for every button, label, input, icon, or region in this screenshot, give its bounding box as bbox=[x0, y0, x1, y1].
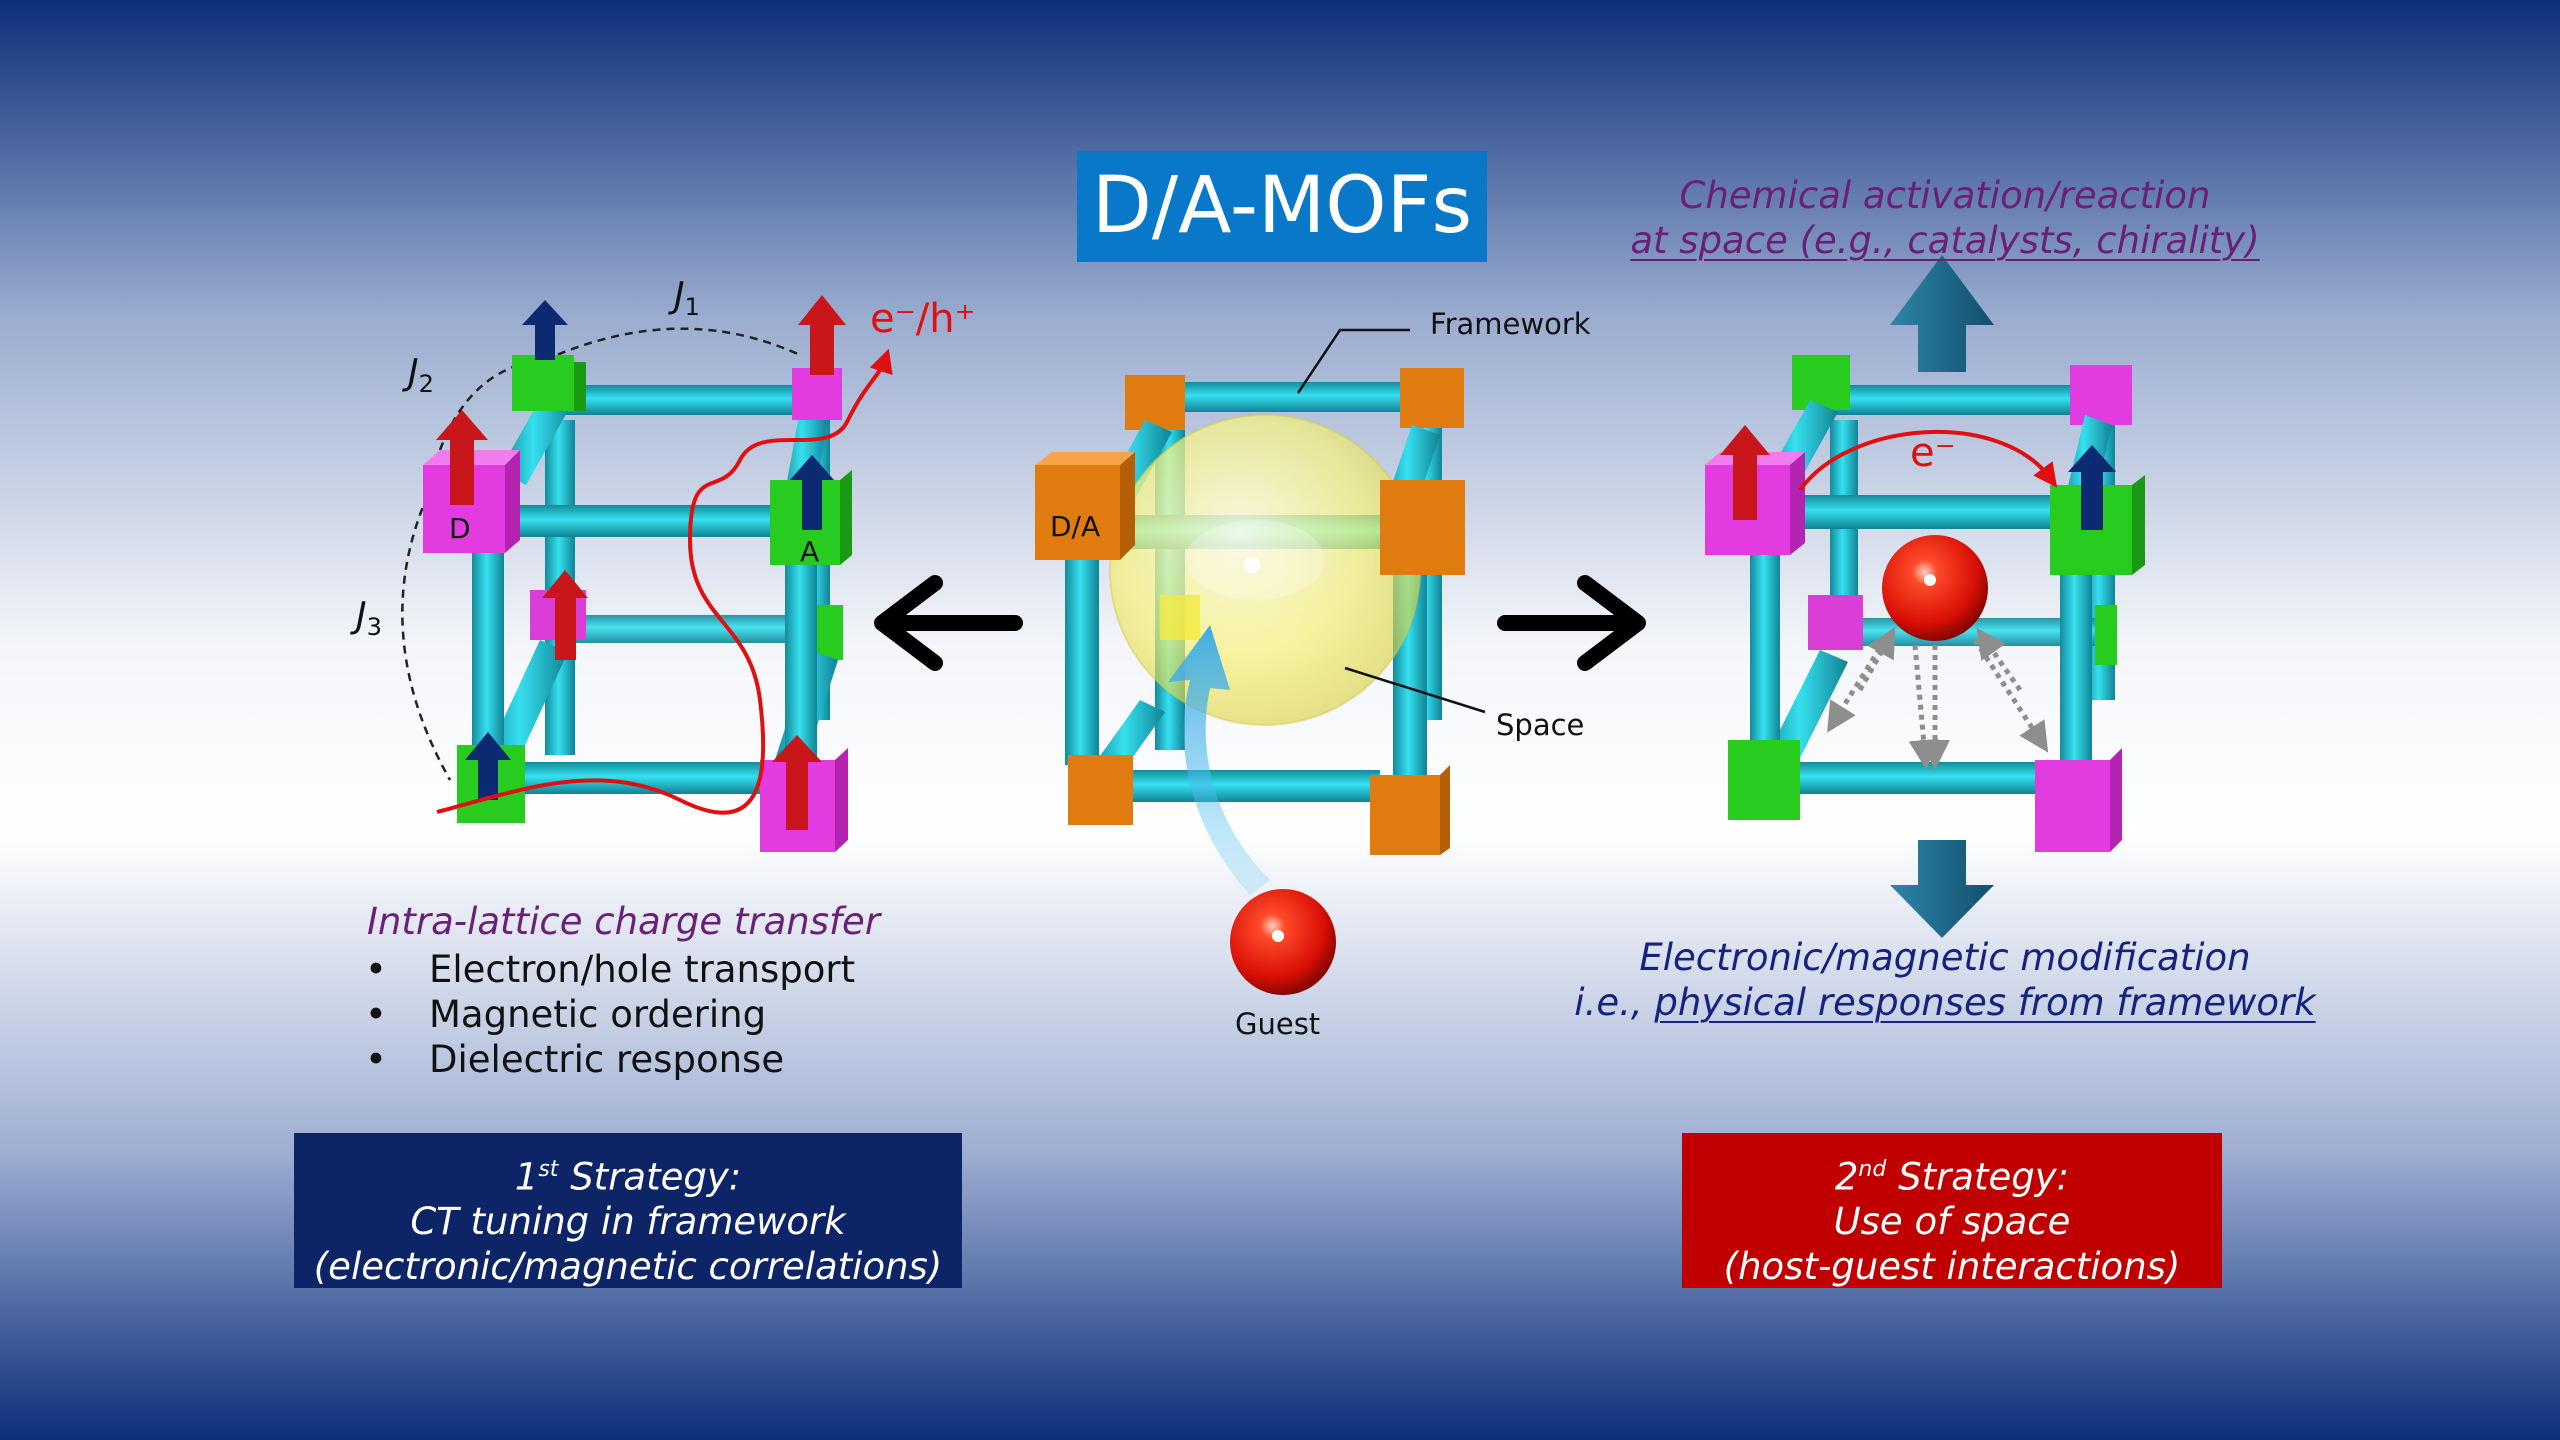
spin-arrow-red bbox=[1720, 425, 1770, 520]
spin-arrow-navy bbox=[465, 732, 511, 800]
donor-node bbox=[2070, 365, 2132, 425]
guest-sphere bbox=[1230, 889, 1336, 995]
strategy1-line3: (electronic/magnetic correlations) bbox=[313, 1245, 943, 1289]
intra-lattice-heading: Intra-lattice charge transfer bbox=[367, 900, 881, 943]
j3-coupling-arc bbox=[401, 469, 452, 781]
spin-arrow-red bbox=[436, 410, 488, 505]
framework-label: Framework bbox=[1430, 307, 1591, 341]
da-node bbox=[1068, 755, 1133, 825]
j1-subscript: 1 bbox=[684, 293, 700, 322]
bullet-mark: • bbox=[365, 948, 387, 991]
da-node bbox=[1035, 465, 1120, 560]
da-node bbox=[1125, 375, 1185, 430]
bullet-mark: • bbox=[365, 1038, 387, 1081]
acceptor-label: A bbox=[800, 535, 820, 568]
spin-arrow-navy bbox=[2068, 445, 2116, 530]
electronic-modification-text: Electronic/magnetic modification i.e., p… bbox=[1574, 936, 2316, 1024]
framework-leader-line bbox=[1296, 328, 1410, 394]
down-block-arrow bbox=[1890, 840, 1994, 938]
electron-transfer-arrow bbox=[1798, 429, 2058, 492]
spin-arrow-navy bbox=[790, 455, 834, 530]
acceptor-node bbox=[1792, 355, 1850, 410]
list-item: •Electron/hole transport bbox=[365, 948, 856, 991]
strategy1-line2: CT tuning in framework bbox=[410, 1200, 846, 1244]
left-arrow bbox=[874, 575, 1023, 671]
strategy2-box: 2nd Strategy: Use of space (host-guest i… bbox=[1682, 1133, 2222, 1288]
j2-subscript: 2 bbox=[418, 370, 434, 399]
strategy1-title: 1st Strategy: bbox=[514, 1155, 742, 1199]
space-label: Space bbox=[1496, 708, 1585, 742]
da-node bbox=[1370, 775, 1440, 855]
acceptor-node bbox=[2095, 605, 2117, 665]
donor-node bbox=[792, 368, 842, 420]
space-leader-line bbox=[1344, 666, 1486, 714]
spin-arrow-red bbox=[772, 735, 822, 830]
donor-label: D bbox=[449, 512, 471, 545]
da-node bbox=[1380, 480, 1465, 575]
charge-transfer-path bbox=[436, 348, 893, 815]
carrier-label: e⁻/h⁺ bbox=[870, 296, 976, 342]
spin-arrow-navy bbox=[522, 300, 568, 360]
strategy1-box: 1st Strategy: CT tuning in framework (el… bbox=[294, 1133, 962, 1288]
donor-node bbox=[1808, 595, 1863, 650]
donor-node bbox=[2035, 760, 2110, 852]
acceptor-node bbox=[1728, 740, 1800, 820]
guest-entry-arrow bbox=[1168, 625, 1270, 895]
da-node bbox=[1400, 368, 1464, 428]
title-banner: D/A-MOFs bbox=[1077, 151, 1487, 262]
bullet-mark: • bbox=[365, 993, 387, 1036]
j2-label: J2 bbox=[408, 352, 434, 399]
j3-subscript: 3 bbox=[366, 613, 382, 642]
list-item: •Dielectric response bbox=[365, 1038, 785, 1081]
j3-label: J3 bbox=[356, 595, 382, 642]
left-bullet-list: •Electron/hole transport •Magnetic order… bbox=[365, 947, 855, 1082]
strategy2-title: 2nd Strategy: bbox=[1834, 1155, 2070, 1199]
da-node-label: D/A bbox=[1050, 510, 1101, 543]
j1-coupling-arc bbox=[544, 327, 801, 362]
right-arrow bbox=[1497, 575, 1646, 671]
guest-sphere bbox=[1882, 535, 1988, 641]
electron-label: e⁻ bbox=[1910, 430, 1956, 476]
strategy2-line2: Use of space bbox=[1833, 1200, 2071, 1244]
chemical-activation-text: Chemical activation/reaction at space (e… bbox=[1630, 174, 2260, 262]
spin-arrow-red bbox=[542, 570, 588, 660]
up-block-arrow bbox=[1890, 255, 1994, 372]
j1-label: J1 bbox=[674, 275, 700, 322]
host-guest-interaction-arrows bbox=[1827, 626, 2049, 770]
list-item: •Magnetic ordering bbox=[365, 993, 767, 1036]
spin-arrow-red bbox=[798, 295, 846, 375]
guest-label: Guest bbox=[1235, 1007, 1321, 1041]
strategy2-line3: (host-guest interactions) bbox=[1723, 1245, 2181, 1289]
acceptor-node bbox=[512, 355, 574, 411]
